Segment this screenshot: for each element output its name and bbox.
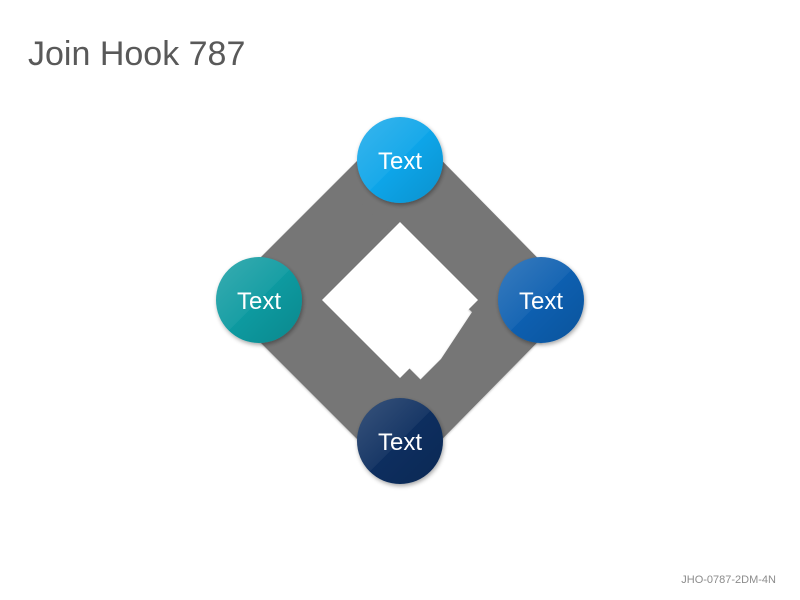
node-bottom[interactable]: Text <box>357 398 443 484</box>
node-top-label: Text <box>378 148 422 175</box>
slide-code: JHO-0787-2DM-4N <box>681 574 776 586</box>
node-right[interactable]: Text <box>498 257 584 343</box>
node-left[interactable]: Text <box>216 257 302 343</box>
node-top-gloss <box>357 117 443 203</box>
node-left-label: Text <box>237 288 281 315</box>
page-title: Join Hook 787 <box>28 35 246 73</box>
center-diamond <box>322 222 478 378</box>
node-top[interactable]: Text <box>357 117 443 203</box>
node-bottom-gloss <box>357 398 443 484</box>
node-right-label: Text <box>519 288 563 315</box>
node-right-gloss <box>498 257 584 343</box>
node-left-gloss <box>216 257 302 343</box>
node-bottom-label: Text <box>378 429 422 456</box>
